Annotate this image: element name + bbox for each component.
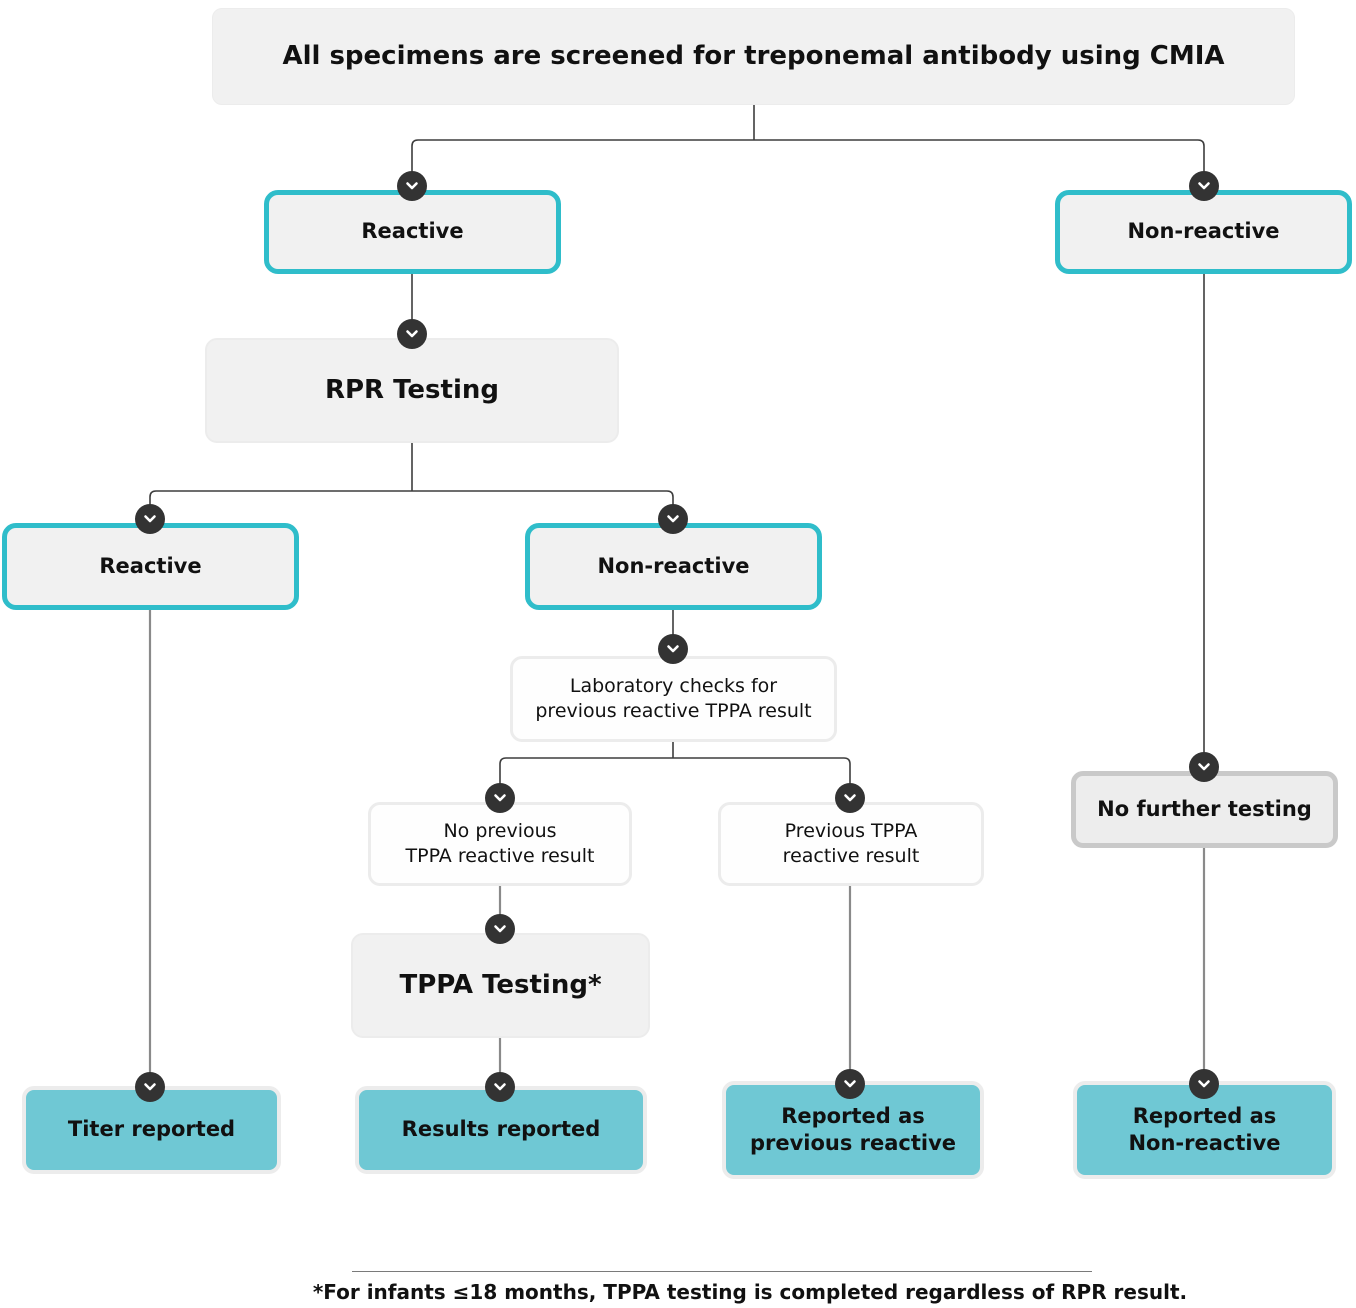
connector — [499, 757, 851, 795]
node-no-previous-tppa-label: No previous TPPA reactive result — [405, 820, 595, 867]
node-results-reported: Results reported — [355, 1086, 647, 1174]
chevron-down-icon — [485, 783, 515, 813]
node-root-label: All specimens are screened for treponema… — [282, 40, 1225, 71]
chevron-down-icon — [135, 1072, 165, 1102]
chevron-down-icon — [835, 1069, 865, 1099]
node-no-further-testing: No further testing — [1071, 771, 1338, 848]
chevron-down-icon — [397, 319, 427, 349]
node-cmia-reactive-label: Reactive — [361, 219, 464, 244]
footnote-divider — [352, 1271, 1092, 1272]
node-rpr-testing-label: RPR Testing — [324, 374, 499, 405]
node-cmia-reactive: Reactive — [264, 190, 561, 274]
chevron-down-icon — [1189, 1069, 1219, 1099]
node-lab-checks-label: Laboratory checks for previous reactive … — [535, 675, 812, 722]
node-rpr-nonreactive: Non-reactive — [525, 523, 822, 610]
node-previous-tppa: Previous TPPA reactive result — [718, 802, 984, 886]
node-titer-reported: Titer reported — [22, 1086, 281, 1174]
chevron-down-icon — [135, 504, 165, 534]
node-root: All specimens are screened for treponema… — [212, 8, 1295, 105]
chevron-down-icon — [1189, 171, 1219, 201]
node-cmia-nonreactive-label: Non-reactive — [1127, 219, 1280, 244]
node-reported-nonreactive-label: Reported as Non-reactive — [1128, 1103, 1281, 1155]
chevron-down-icon — [1189, 752, 1219, 782]
chevron-down-icon — [658, 634, 688, 664]
node-tppa-testing: TPPA Testing* — [351, 933, 650, 1038]
node-rpr-testing: RPR Testing — [205, 338, 619, 443]
node-cmia-nonreactive: Non-reactive — [1055, 190, 1352, 274]
chevron-down-icon — [658, 504, 688, 534]
node-titer-reported-label: Titer reported — [67, 1117, 236, 1142]
chevron-down-icon — [485, 914, 515, 944]
node-previous-tppa-label: Previous TPPA reactive result — [782, 820, 920, 867]
node-reported-previous-reactive-label: Reported as previous reactive — [749, 1103, 957, 1155]
footnote-text: *For infants ≤18 months, TPPA testing is… — [312, 1280, 1188, 1304]
node-rpr-nonreactive-label: Non-reactive — [597, 553, 750, 578]
node-no-previous-tppa: No previous TPPA reactive result — [368, 802, 632, 886]
node-tppa-testing-label: TPPA Testing* — [399, 969, 602, 1000]
node-rpr-reactive: Reactive — [2, 523, 299, 610]
chevron-down-icon — [397, 171, 427, 201]
chevron-down-icon — [485, 1072, 515, 1102]
node-no-further-testing-label: No further testing — [1097, 796, 1312, 821]
connector — [149, 490, 674, 516]
chevron-down-icon — [835, 783, 865, 813]
connector — [411, 139, 1205, 183]
node-rpr-reactive-label: Reactive — [99, 553, 202, 578]
node-results-reported-label: Results reported — [401, 1117, 601, 1142]
node-lab-checks: Laboratory checks for previous reactive … — [510, 656, 837, 742]
